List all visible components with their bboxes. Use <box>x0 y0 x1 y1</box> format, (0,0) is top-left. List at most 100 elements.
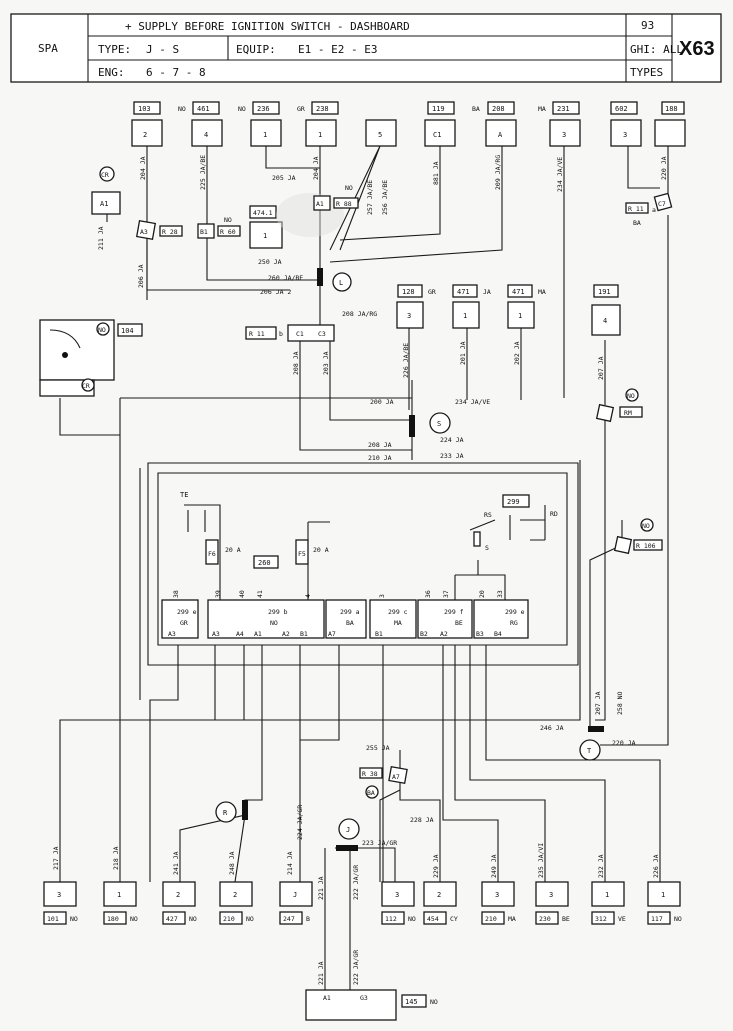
svg-text:221 JA: 221 JA <box>317 876 325 900</box>
bottom-wire-labels: 217 JA 218 JA 241 JA 248 JA 214 JA 224 J… <box>52 805 660 985</box>
svg-text:233 JA: 233 JA <box>440 452 464 460</box>
svg-text:A1: A1 <box>323 994 331 1002</box>
svg-text:208 JA/RG: 208 JA/RG <box>342 310 377 318</box>
svg-text:236: 236 <box>257 105 270 113</box>
svg-text:A4: A4 <box>236 630 244 638</box>
svg-text:200 JA: 200 JA <box>370 398 394 406</box>
svg-text:226 JA/BE: 226 JA/BE <box>402 343 410 378</box>
relay-rm: RM NO <box>595 388 643 423</box>
svg-text:1: 1 <box>263 131 267 139</box>
svg-text:A1: A1 <box>316 200 324 208</box>
svg-text:241 JA: 241 JA <box>172 851 180 875</box>
types-label: TYPES <box>630 66 663 79</box>
svg-text:257 JA/BE: 257 JA/BE <box>366 180 374 215</box>
svg-text:L: L <box>339 279 343 287</box>
svg-text:220 JA: 220 JA <box>660 156 668 180</box>
svg-text:G3: G3 <box>360 994 368 1002</box>
connector-461: 461 NO 4 <box>178 101 223 147</box>
svg-text:188: 188 <box>665 105 678 113</box>
svg-text:250 JA: 250 JA <box>258 258 282 266</box>
svg-text:38: 38 <box>172 590 180 598</box>
svg-text:RM: RM <box>624 409 632 417</box>
svg-text:248 JA: 248 JA <box>228 851 236 875</box>
svg-text:222 JA/GR: 222 JA/GR <box>352 865 360 900</box>
svg-text:208: 208 <box>492 105 505 113</box>
svg-text:3: 3 <box>623 131 627 139</box>
svg-text:223 JA/GR: 223 JA/GR <box>362 839 397 847</box>
svg-text:NO: NO <box>246 915 254 923</box>
svg-text:210 JA: 210 JA <box>368 454 392 462</box>
eng-value: 6 - 7 - 8 <box>146 66 206 79</box>
svg-text:602: 602 <box>615 105 628 113</box>
svg-text:B3: B3 <box>476 630 484 638</box>
svg-text:461: 461 <box>197 105 210 113</box>
top-components: CR A1 A3 NO R 28 B1 NO R 60 474.1 1 A1 R… <box>91 166 673 249</box>
svg-text:299 e: 299 e <box>177 608 197 616</box>
connector-5: 5 <box>365 119 397 147</box>
svg-text:229 JA: 229 JA <box>432 854 440 878</box>
svg-text:B1: B1 <box>300 630 308 638</box>
svg-text:256 JA/BE: 256 JA/BE <box>381 180 389 215</box>
svg-text:1: 1 <box>605 891 609 899</box>
type-value: J - S <box>146 43 179 56</box>
svg-text:228 JA: 228 JA <box>410 816 434 824</box>
svg-text:J: J <box>293 891 297 899</box>
svg-text:A: A <box>498 131 503 139</box>
svg-text:B1: B1 <box>200 228 208 236</box>
svg-text:NO: NO <box>70 915 78 923</box>
svg-text:J: J <box>346 826 350 834</box>
svg-text:20 A: 20 A <box>225 546 241 554</box>
svg-text:C7: C7 <box>658 200 666 208</box>
svg-text:206 JA: 206 JA <box>137 264 145 288</box>
svg-text:MA: MA <box>538 288 546 296</box>
svg-text:258 NO: 258 NO <box>616 691 624 715</box>
svg-text:R 38: R 38 <box>362 770 378 778</box>
svg-text:BA: BA <box>633 219 641 227</box>
svg-text:230: 230 <box>539 915 551 923</box>
svg-text:454: 454 <box>427 915 439 923</box>
svg-text:2: 2 <box>233 891 237 899</box>
svg-text:231: 231 <box>557 105 570 113</box>
svg-text:208 JA: 208 JA <box>292 351 300 375</box>
svg-text:BE: BE <box>562 915 570 923</box>
svg-text:20: 20 <box>478 590 486 598</box>
svg-text:220 JA: 220 JA <box>612 739 636 747</box>
svg-text:299 e: 299 e <box>505 608 525 616</box>
svg-text:214 JA: 214 JA <box>286 851 294 875</box>
svg-text:145: 145 <box>405 998 418 1006</box>
svg-text:255 JA: 255 JA <box>366 744 390 752</box>
svg-text:206 JA 2: 206 JA 2 <box>260 288 291 296</box>
svg-text:GR: GR <box>297 105 305 113</box>
svg-text:RS: RS <box>484 511 492 519</box>
svg-text:NO: NO <box>627 392 635 400</box>
svg-text:207 JA: 207 JA <box>594 691 602 715</box>
svg-text:1: 1 <box>661 891 665 899</box>
connector-231: 231 MA 3 <box>538 101 581 147</box>
svg-text:208 JA: 208 JA <box>368 441 392 449</box>
svg-text:R 60: R 60 <box>220 228 236 236</box>
svg-text:260 JA/BE: 260 JA/BE <box>268 274 303 282</box>
svg-text:204 JA: 204 JA <box>312 156 320 180</box>
svg-text:471: 471 <box>457 288 470 296</box>
svg-text:205 JA: 205 JA <box>272 174 296 182</box>
svg-text:3: 3 <box>549 891 553 899</box>
svg-text:112: 112 <box>385 915 397 923</box>
svg-text:226 JA: 226 JA <box>652 854 660 878</box>
connector-c1-c3: R 11 b C1 C3 <box>245 324 335 342</box>
svg-text:180: 180 <box>107 915 119 923</box>
svg-text:210: 210 <box>485 915 497 923</box>
svg-text:A3: A3 <box>212 630 220 638</box>
svg-text:201 JA: 201 JA <box>459 341 467 365</box>
svg-text:A7: A7 <box>392 773 400 781</box>
svg-text:224 JA/GR: 224 JA/GR <box>296 805 304 840</box>
svg-text:3: 3 <box>562 131 566 139</box>
svg-text:A2: A2 <box>282 630 290 638</box>
svg-text:C1: C1 <box>296 330 304 338</box>
svg-text:a: a <box>652 206 656 214</box>
top-wire-labels: 204 JA 225 JA/BE 205 JA 204 JA 257 JA/BE… <box>139 155 668 215</box>
svg-text:b: b <box>279 330 283 338</box>
svg-text:225 JA/BE: 225 JA/BE <box>199 155 207 190</box>
svg-text:238: 238 <box>316 105 329 113</box>
svg-text:5: 5 <box>378 131 382 139</box>
